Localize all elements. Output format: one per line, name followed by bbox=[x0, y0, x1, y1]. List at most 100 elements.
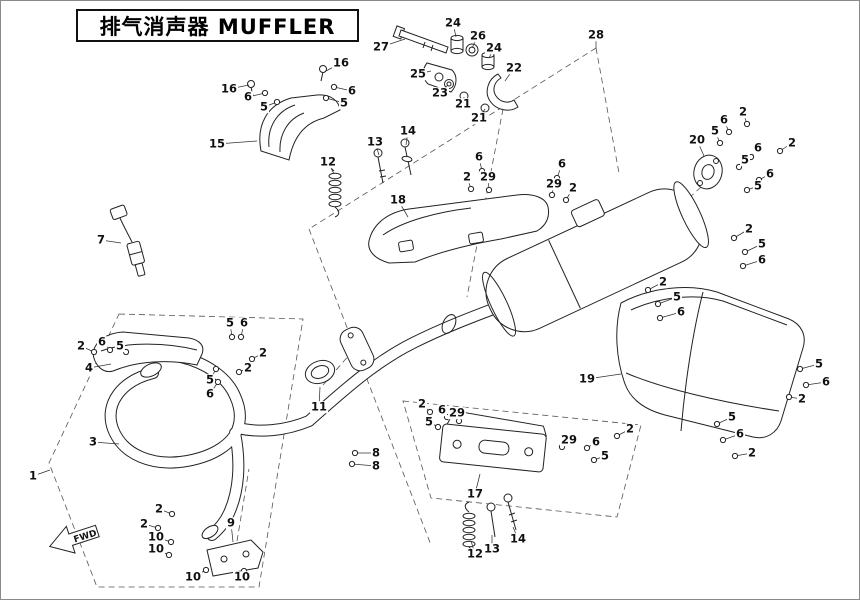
part-callout-16: 16 bbox=[331, 55, 351, 70]
part-callout-21: 21 bbox=[469, 110, 489, 125]
hardware-glyph-29 bbox=[485, 186, 493, 194]
hardware-glyph-5 bbox=[228, 333, 236, 341]
part-callout-6: 6 bbox=[718, 112, 730, 127]
hardware-glyph-2 bbox=[562, 196, 570, 204]
page-title: 排气消声器 MUFFLER bbox=[99, 14, 336, 39]
rear-heat-shield bbox=[616, 287, 805, 439]
part-callout-2: 2 bbox=[657, 274, 669, 289]
part-callout-29: 29 bbox=[544, 176, 564, 191]
hardware-glyph-5 bbox=[212, 365, 220, 373]
part-callout-6: 6 bbox=[756, 252, 768, 267]
hardware-glyph-5 bbox=[796, 365, 804, 373]
part-callout-2: 2 bbox=[567, 180, 579, 195]
part-callout-24: 24 bbox=[484, 40, 504, 55]
part-callout-12: 12 bbox=[465, 546, 485, 561]
hardware-glyph-5 bbox=[743, 186, 751, 194]
part-callout-6: 6 bbox=[556, 156, 568, 171]
part-callout-5: 5 bbox=[599, 448, 611, 463]
outlet-flange bbox=[693, 154, 723, 190]
part-callout-25: 25 bbox=[408, 66, 428, 81]
part-callout-5: 5 bbox=[423, 414, 435, 429]
part-callout-24: 24 bbox=[443, 15, 463, 30]
part-callout-2: 2 bbox=[746, 445, 758, 460]
part-callout-29: 29 bbox=[559, 432, 579, 447]
hardware-glyph-6 bbox=[656, 314, 664, 322]
part-callout-14: 14 bbox=[508, 531, 528, 546]
part-callout-6: 6 bbox=[675, 304, 687, 319]
part-callout-2: 2 bbox=[737, 104, 749, 119]
hardware-glyph-8 bbox=[348, 460, 356, 468]
part-callout-5: 5 bbox=[752, 178, 764, 193]
part-callout-5: 5 bbox=[709, 123, 721, 138]
part-callout-12: 12 bbox=[318, 154, 338, 169]
hardware-glyph-6 bbox=[214, 378, 222, 386]
part-callout-3: 3 bbox=[87, 434, 99, 449]
part-callout-5: 5 bbox=[114, 338, 126, 353]
part-callout-2: 2 bbox=[624, 421, 636, 436]
hardware-glyph-2 bbox=[467, 185, 475, 193]
part-callout-10: 10 bbox=[146, 529, 166, 544]
upper-heat-shield bbox=[259, 94, 341, 161]
part-callout-14: 14 bbox=[398, 123, 418, 138]
part-callout-7: 7 bbox=[95, 232, 107, 247]
part-callout-23: 23 bbox=[430, 85, 450, 100]
hardware-glyph-2 bbox=[785, 393, 793, 401]
hardware-glyph-2 bbox=[235, 368, 243, 376]
part-callout-6: 6 bbox=[204, 386, 216, 401]
hardware-glyph-2 bbox=[154, 524, 162, 532]
gasket-ring bbox=[304, 359, 336, 385]
part-callout-17: 17 bbox=[465, 486, 485, 501]
part-callout-16: 16 bbox=[219, 81, 239, 96]
hardware-glyph-6 bbox=[583, 444, 591, 452]
part-callout-18: 18 bbox=[388, 192, 408, 207]
part-callout-9: 9 bbox=[225, 515, 237, 530]
oxygen-sensor bbox=[109, 204, 146, 277]
hardware-glyph-5 bbox=[654, 300, 662, 308]
hanger-bracket bbox=[206, 539, 264, 577]
part-callout-6: 6 bbox=[764, 166, 776, 181]
hardware-glyph-2 bbox=[248, 355, 256, 363]
part-callout-2: 2 bbox=[786, 135, 798, 150]
part-callout-5: 5 bbox=[204, 372, 216, 387]
hardware-glyph-10 bbox=[202, 566, 210, 574]
part-callout-27: 27 bbox=[371, 39, 391, 54]
hardware-glyph-2 bbox=[743, 120, 751, 128]
hardware-glyph-2 bbox=[776, 147, 784, 155]
part-callout-2: 2 bbox=[461, 169, 473, 184]
part-callout-29: 29 bbox=[447, 405, 467, 420]
hardware-glyph-6 bbox=[719, 436, 727, 444]
part-callout-10: 10 bbox=[146, 541, 166, 556]
part-callout-28: 28 bbox=[586, 27, 606, 42]
hardware-glyph-2 bbox=[731, 452, 739, 460]
hardware-glyph-10 bbox=[167, 538, 175, 546]
hardware-glyph-2 bbox=[90, 348, 98, 356]
exhaust-pipes bbox=[104, 292, 515, 541]
hardware-glyph-5 bbox=[322, 94, 330, 102]
part-callout-13: 13 bbox=[365, 134, 385, 149]
part-callout-6: 6 bbox=[734, 426, 746, 441]
shield-bolt-16a bbox=[319, 65, 327, 82]
part-callout-8: 8 bbox=[370, 445, 382, 460]
hardware-glyph-6 bbox=[739, 262, 747, 270]
part-callout-5: 5 bbox=[258, 99, 270, 114]
part-callout-5: 5 bbox=[813, 356, 825, 371]
part-callout-11: 11 bbox=[309, 399, 329, 414]
hardware-glyph-10 bbox=[165, 551, 173, 559]
part-callout-6: 6 bbox=[820, 374, 832, 389]
part-callout-2: 2 bbox=[153, 501, 165, 516]
part-callout-2: 2 bbox=[138, 516, 150, 531]
hardware-glyph-29 bbox=[548, 191, 556, 199]
part-callout-5: 5 bbox=[726, 409, 738, 424]
part-callout-5: 5 bbox=[224, 315, 236, 330]
hardware-glyph-8 bbox=[351, 449, 359, 457]
part-callout-2: 2 bbox=[416, 396, 428, 411]
part-callout-10: 10 bbox=[183, 569, 203, 584]
part-callout-2: 2 bbox=[796, 391, 808, 406]
part-callout-2: 2 bbox=[257, 345, 269, 360]
spring-and-bolts-upper bbox=[328, 138, 413, 218]
hardware-glyph-5 bbox=[741, 248, 749, 256]
part-callout-1: 1 bbox=[27, 468, 39, 483]
hardware-glyph-6 bbox=[330, 83, 338, 91]
hardware-glyph-6 bbox=[725, 128, 733, 136]
